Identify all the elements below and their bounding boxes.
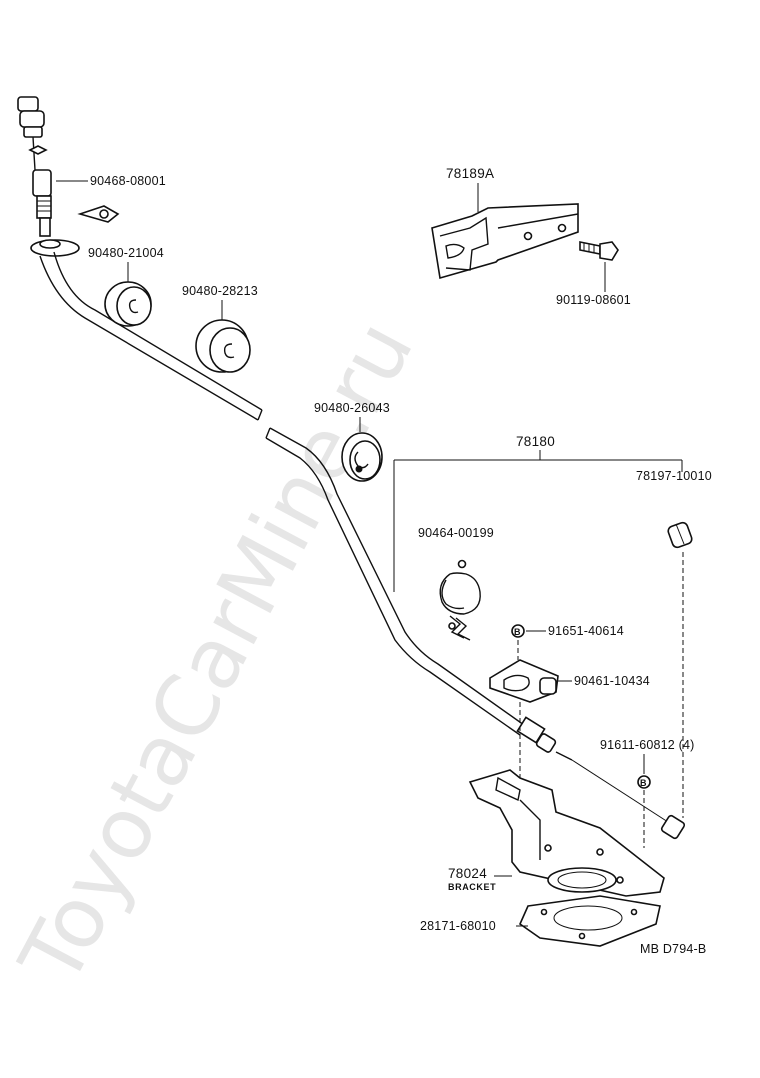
part-90461-10434 xyxy=(489,659,559,703)
part-90464-00199 xyxy=(439,559,481,641)
marker-letter: B xyxy=(514,627,521,637)
part-28171-68010 xyxy=(519,895,661,947)
label-91611-60812: 91611-60812 (4) xyxy=(600,738,695,752)
part-90480-21004 xyxy=(104,281,152,327)
label-78024-bracket: BRACKET xyxy=(448,882,496,892)
part-78197-10010 xyxy=(667,521,693,549)
part-78024-bracket xyxy=(468,769,665,897)
label-90461-10434: 90461-10434 xyxy=(574,674,650,688)
cable-upper xyxy=(39,251,263,421)
part-90468-08001 xyxy=(77,205,120,223)
label-28171-68010: 28171-68010 xyxy=(420,919,496,933)
label-90468-08001: 90468-08001 xyxy=(90,174,166,188)
marker-b-91651: B xyxy=(511,624,525,638)
label-78180: 78180 xyxy=(516,434,555,449)
label-78189A: 78189A xyxy=(446,166,494,181)
label-90480-26043: 90480-26043 xyxy=(314,401,390,415)
cable-lower-end xyxy=(516,716,686,840)
label-90119-08601: 90119-08601 xyxy=(556,293,631,307)
part-78189A xyxy=(431,203,579,280)
diagram-code: MB D794-B xyxy=(640,942,706,956)
label-78197-10010: 78197-10010 xyxy=(636,469,712,483)
cable-lower xyxy=(265,427,525,736)
group-bracket-78180 xyxy=(393,450,683,592)
label-91651-40614: 91651-40614 xyxy=(548,624,624,638)
part-90119-08601 xyxy=(579,241,619,261)
label-90464-00199: 90464-00199 xyxy=(418,526,494,540)
cable-upper-end xyxy=(17,96,80,257)
part-90480-28213 xyxy=(195,319,251,373)
label-78024: 78024 xyxy=(448,866,487,881)
part-90480-26043 xyxy=(341,432,383,482)
marker-letter-2: B xyxy=(640,778,647,788)
label-90480-28213: 90480-28213 xyxy=(182,284,258,298)
marker-b-91611: B xyxy=(637,775,651,789)
label-90480-21004: 90480-21004 xyxy=(88,246,164,260)
